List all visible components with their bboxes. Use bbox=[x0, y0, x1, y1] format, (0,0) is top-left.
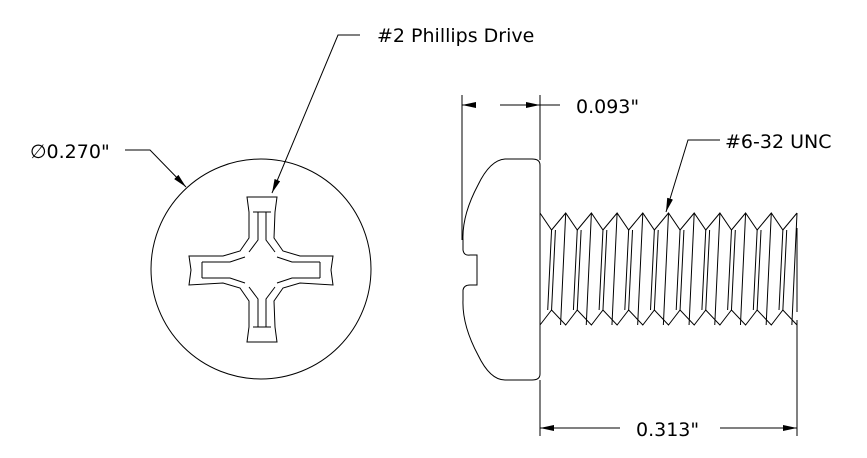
head-height-label: 0.093" bbox=[576, 96, 639, 118]
thread-ends bbox=[539, 213, 798, 325]
head-top-view bbox=[150, 158, 372, 380]
phillips-recess-icon bbox=[188, 196, 334, 343]
phillips-recess-inner-lines bbox=[201, 211, 321, 328]
head-profile bbox=[462, 158, 541, 381]
thread-body bbox=[539, 212, 798, 326]
thread-label: #6-32 UNC bbox=[725, 131, 831, 153]
thread-crest-bottom bbox=[539, 309, 798, 326]
head-outline bbox=[150, 158, 372, 380]
screw-side-view bbox=[462, 158, 798, 381]
length-label: 0.313" bbox=[636, 419, 699, 441]
diameter-label: ∅0.270" bbox=[30, 141, 110, 163]
thread-flanks bbox=[547, 212, 798, 326]
dimensions: 0.093" 0.313" #2 Phillips Drive ∅0.270" … bbox=[30, 25, 831, 441]
drive-label: #2 Phillips Drive bbox=[377, 25, 534, 47]
drive-leader bbox=[271, 34, 360, 194]
thread-leader bbox=[665, 139, 720, 213]
diameter-leader bbox=[125, 149, 187, 188]
